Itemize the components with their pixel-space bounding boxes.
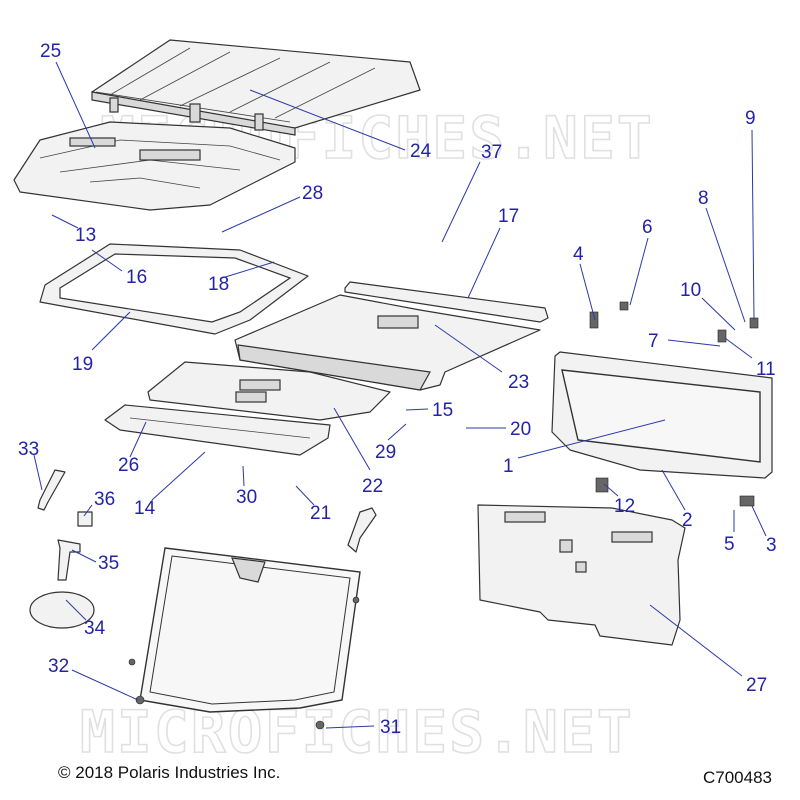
rear-window <box>551 351 773 479</box>
rear-view-mirror <box>29 591 95 629</box>
callout-15: 15 <box>432 400 453 421</box>
roof-panel <box>91 39 421 136</box>
callout-24: 24 <box>410 141 432 162</box>
callout-29: 29 <box>375 442 396 463</box>
callout-23: 23 <box>508 372 529 393</box>
callout-30: 30 <box>236 487 257 508</box>
callout-14: 14 <box>134 498 156 519</box>
callout-3: 3 <box>766 535 777 556</box>
callout-26: 26 <box>118 455 139 476</box>
callout-27: 27 <box>746 675 767 696</box>
callout-7: 7 <box>648 331 659 352</box>
callout-34: 34 <box>84 618 106 639</box>
callout-9: 9 <box>745 108 756 129</box>
callout-labels: 25 24 37 9 13 28 17 8 4 6 16 18 10 19 7 … <box>18 41 777 738</box>
rear-headliner <box>234 294 541 391</box>
visor-panel <box>104 404 331 456</box>
mirror-clip <box>77 511 93 527</box>
grab-handle-right <box>347 507 377 553</box>
callout-11: 11 <box>756 359 776 380</box>
callout-8: 8 <box>698 188 709 209</box>
callout-4: 4 <box>573 244 584 265</box>
windshield <box>139 547 361 713</box>
latch-hardware <box>128 301 759 730</box>
callout-1: 1 <box>503 456 514 477</box>
grab-handle-left <box>37 469 66 511</box>
callout-2: 2 <box>682 510 693 531</box>
callout-18: 18 <box>208 274 229 295</box>
header-strip <box>344 281 549 323</box>
callout-20: 20 <box>510 419 531 440</box>
callout-25: 25 <box>40 41 61 62</box>
roof-liner <box>13 121 296 211</box>
callout-36: 36 <box>94 489 115 510</box>
watermark-bottom: MICROFICHES.NET <box>80 698 634 766</box>
callout-22: 22 <box>362 476 383 497</box>
callout-17: 17 <box>498 206 519 227</box>
callout-16: 16 <box>126 267 147 288</box>
callout-10: 10 <box>680 280 701 301</box>
leader-lines <box>33 61 767 729</box>
callout-5: 5 <box>724 534 735 555</box>
front-headliner <box>147 361 391 421</box>
callout-31: 31 <box>380 717 401 738</box>
callout-13: 13 <box>75 225 96 246</box>
callout-19: 19 <box>72 354 93 375</box>
roof-seal-frame <box>39 243 309 335</box>
figure-code: C700483 <box>703 768 773 787</box>
copyright-notice: © 2018 Polaris Industries Inc. <box>58 763 281 782</box>
callout-33: 33 <box>18 439 39 460</box>
mirror-bracket <box>57 539 81 581</box>
callout-21: 21 <box>310 503 331 524</box>
callout-35: 35 <box>98 553 119 574</box>
rear-panel <box>477 504 686 646</box>
callout-28: 28 <box>302 183 323 204</box>
callout-6: 6 <box>642 217 653 238</box>
callout-37: 37 <box>481 142 502 163</box>
callout-32: 32 <box>48 656 69 677</box>
callout-12: 12 <box>614 496 635 517</box>
